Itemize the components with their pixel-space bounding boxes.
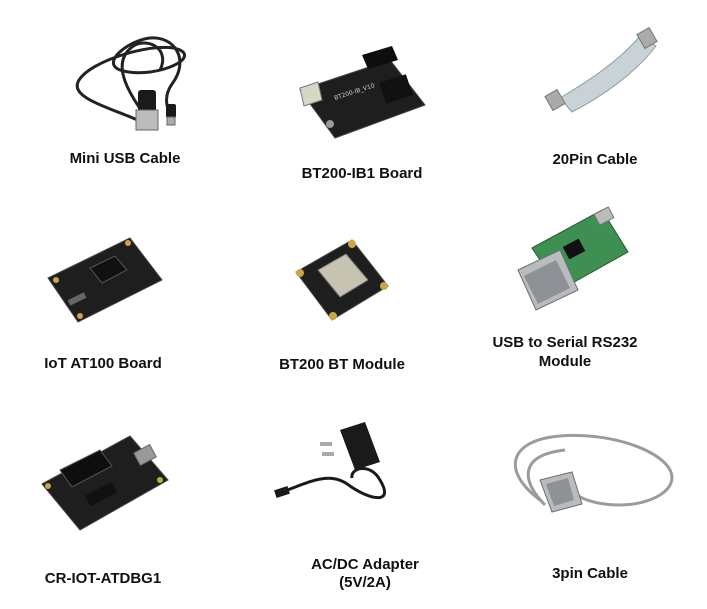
item-label: IoT AT100 Board xyxy=(44,355,162,372)
item-label: 3pin Cable xyxy=(552,565,628,582)
item-label: BT200-IB1 Board xyxy=(301,165,423,182)
item-label: CR-IOT-ATDBG1 xyxy=(44,570,162,587)
item-label-line2: (5V/2A) xyxy=(339,574,391,591)
item-label-line2: Module xyxy=(538,353,592,370)
item-label: BT200 BT Module xyxy=(279,356,405,373)
item-label: USB to Serial RS232 xyxy=(492,334,638,351)
item-label: 20Pin Cable xyxy=(552,151,638,168)
item-label: AC/DC Adapter xyxy=(311,556,419,573)
item-label: Mini USB Cable xyxy=(69,150,181,167)
